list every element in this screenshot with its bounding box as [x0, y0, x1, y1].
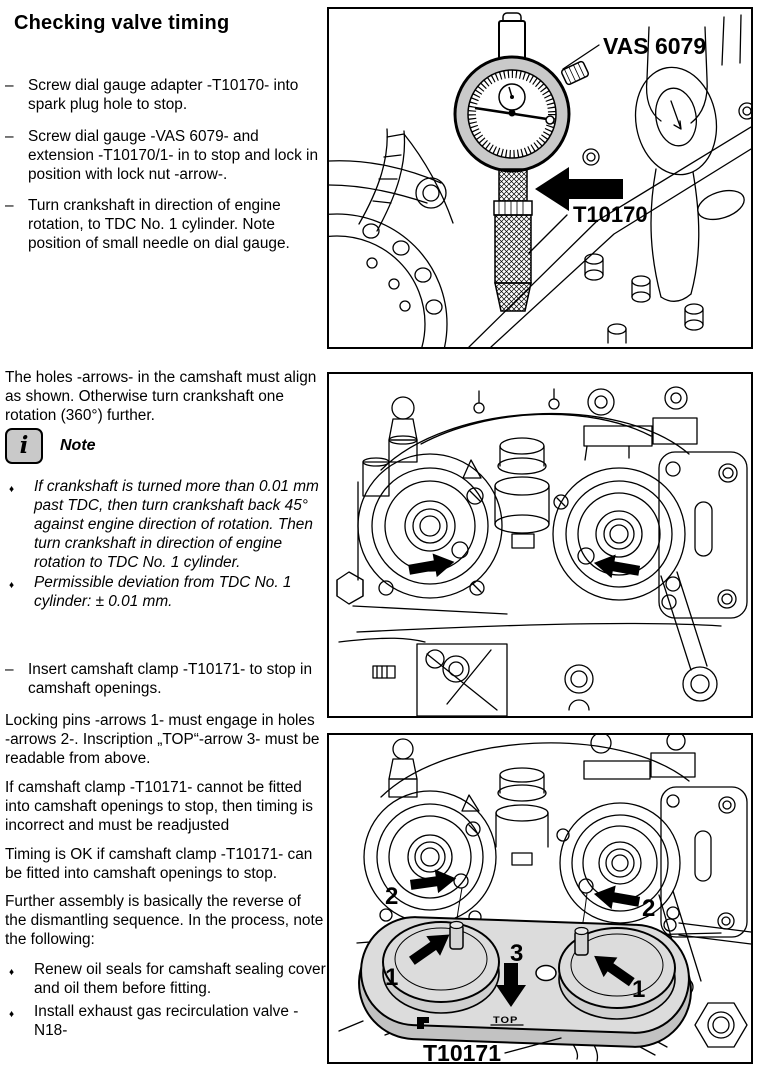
figure-dial-gauge: VAS 6079 T10170	[327, 7, 753, 349]
figure-camshaft-clamp: TOP	[327, 733, 753, 1064]
diamond-marker: ♦	[9, 580, 15, 591]
label-3: 3	[510, 940, 523, 967]
paragraph-further-assembly: Further assembly is basically the revers…	[5, 893, 324, 948]
cylinder-head-line-art	[336, 386, 748, 716]
clamp-illustration: TOP	[338, 735, 751, 1062]
cylinder-head-line-art	[338, 735, 751, 1062]
info-icon: i	[5, 428, 43, 464]
paragraph-locking-pins: Locking pins -arrows 1- must engage in h…	[5, 712, 320, 767]
paragraph-timing-ok: Timing is OK if camshaft clamp -T10171- …	[5, 846, 313, 882]
cam-hole-right	[577, 547, 595, 565]
lock-nut-arrow	[535, 167, 623, 211]
dial-gauge	[453, 12, 590, 312]
dial-gauge-illustration: VAS 6079 T10170	[329, 12, 751, 347]
label-2-right: 2	[642, 895, 655, 922]
instruction-step: – Turn crankshaft in direction of engine…	[5, 196, 329, 253]
paragraph-cannot-fit: If camshaft clamp -T10171- cannot be fit…	[5, 779, 313, 834]
hole-arrow-right	[593, 885, 641, 910]
edge-mark	[417, 1017, 429, 1029]
dash-marker: –	[5, 197, 14, 214]
engine-line-art	[329, 14, 751, 347]
assembly-item: ♦ Renew oil seals for camshaft sealing c…	[5, 960, 329, 998]
cam-hole-left	[451, 541, 469, 559]
figure-labels: 2 2 1 1 3 T10171	[385, 883, 655, 1062]
assembly-text: Install exhaust gas recirculation valve …	[34, 1003, 299, 1039]
note-item: ♦ If crankshaft is turned more than 0.01…	[5, 477, 329, 572]
label-1-right: 1	[632, 976, 645, 1003]
note-item: ♦ Permissible deviation from TDC No. 1 c…	[5, 573, 329, 611]
label-vas6079: VAS 6079	[603, 33, 706, 59]
gauge-needle	[474, 106, 555, 125]
diamond-marker: ♦	[9, 967, 15, 978]
top-arrow-down	[496, 963, 526, 1007]
note-text: Permissible deviation from TDC No. 1 cyl…	[34, 574, 292, 610]
label-t10170: T10170	[573, 202, 648, 227]
step-text: Screw dial gauge adapter -T10170- into s…	[28, 77, 299, 113]
hex-nut	[694, 1002, 748, 1048]
instruction-step: – Insert camshaft clamp -T10171- to stop…	[5, 660, 329, 698]
step-text: Insert camshaft clamp -T10171- to stop i…	[28, 661, 312, 697]
locking-pin-left	[449, 920, 464, 950]
dash-marker: –	[5, 77, 14, 94]
locking-pin-right	[574, 926, 589, 956]
figure-camshaft-holes	[327, 372, 753, 718]
label-2-left: 2	[385, 883, 398, 910]
pin-arrow-right	[594, 955, 635, 987]
step-text: Screw dial gauge -VAS 6079- and extensio…	[28, 128, 319, 183]
pin-arrow-left	[409, 934, 450, 965]
step-text: Turn crankshaft in direction of engine r…	[28, 197, 290, 252]
diamond-marker: ♦	[9, 1009, 15, 1020]
label-t10171: T10171	[423, 1040, 501, 1062]
note-label: Note	[60, 437, 96, 454]
diamond-marker: ♦	[9, 484, 15, 495]
alignment-arrow-right	[593, 554, 641, 579]
label-1-left: 1	[385, 964, 398, 991]
page-title: Checking valve timing	[14, 12, 230, 34]
camshaft-illustration	[336, 386, 748, 716]
instruction-step: – Screw dial gauge adapter -T10170- into…	[5, 76, 329, 114]
top-inscription: TOP	[493, 1016, 518, 1026]
clamp-center-hole	[535, 964, 557, 982]
paragraph-camshaft-align: The holes -arrows- in the camshaft must …	[5, 369, 317, 424]
note-text: If crankshaft is turned more than 0.01 m…	[34, 478, 319, 571]
note-header: i Note	[5, 428, 96, 464]
alignment-arrow-left	[408, 553, 455, 578]
dash-marker: –	[5, 128, 14, 145]
adapter-stem	[493, 168, 533, 312]
assembly-text: Renew oil seals for camshaft sealing cov…	[34, 961, 326, 997]
hole-arrow-left	[409, 869, 457, 894]
figure-labels: VAS 6079 T10170	[528, 33, 706, 254]
dash-marker: –	[5, 661, 14, 678]
instruction-step: – Screw dial gauge -VAS 6079- and extens…	[5, 127, 329, 184]
assembly-item: ♦ Install exhaust gas recirculation valv…	[5, 1002, 329, 1040]
